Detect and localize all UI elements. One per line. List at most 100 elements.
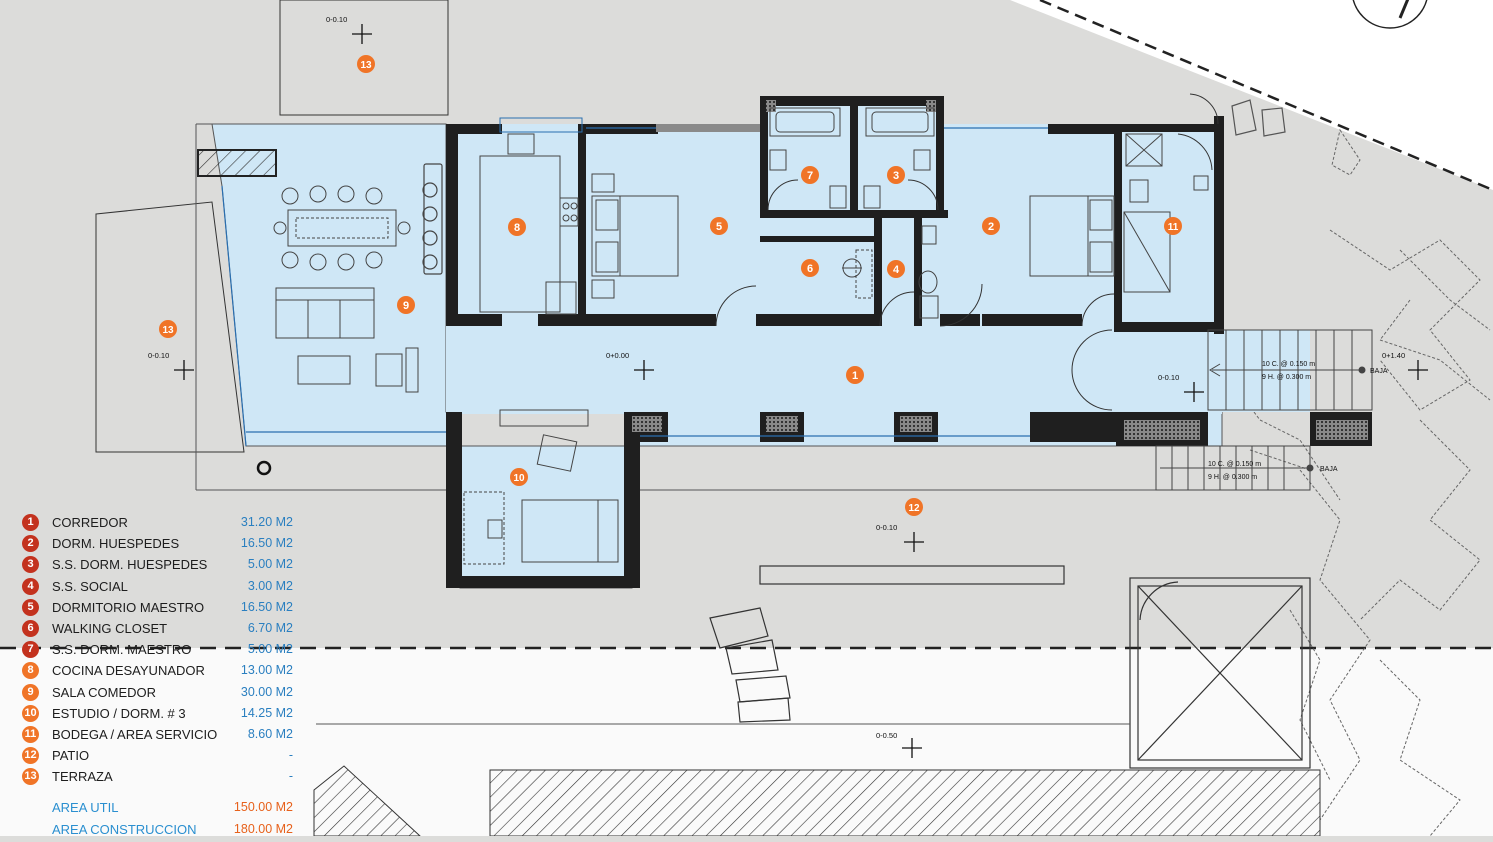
svg-text:10: 10	[513, 473, 525, 484]
room-number-badge: 9	[22, 683, 39, 701]
level-exterior: 0+1.40	[1382, 351, 1405, 360]
room-area: 8.60 M2	[247, 726, 293, 741]
door-swings	[715, 93, 1219, 411]
room-area: 6.70 M2	[247, 620, 293, 635]
room-number-badge: 4	[22, 577, 39, 595]
shed	[1129, 577, 1311, 769]
sofa	[275, 287, 419, 393]
room-name: BODEGA / AREA SERVICIO	[52, 726, 218, 742]
bar-stools	[422, 163, 443, 275]
room-area: 16.50 M2	[240, 536, 293, 551]
level-service: 0-0.10	[1158, 373, 1179, 382]
marker-10: 10	[510, 468, 528, 486]
level-patio: 0-0.10	[876, 523, 897, 532]
master-bed	[591, 173, 679, 299]
svg-text:4: 4	[893, 264, 900, 276]
marker-11: 11	[1164, 217, 1182, 235]
room-number-badge: 13	[22, 768, 39, 786]
stair-upper-rise: 10 C. @ 0.150 m	[1262, 361, 1315, 368]
roof-hatch-strip	[489, 769, 1321, 836]
room-name: ESTUDIO / DORM. # 3	[52, 705, 186, 721]
total-value: 150.00 M2	[233, 800, 293, 815]
room-number-badge: 8	[22, 662, 39, 680]
glazing	[221, 127, 1048, 447]
column-marker	[256, 460, 272, 476]
room-name: S.S. SOCIAL	[52, 578, 128, 594]
stair-lower-rise: 10 C. @ 0.150 m	[1208, 461, 1261, 468]
room-name: TERRAZA	[52, 769, 113, 785]
room-area: 5.00 M2	[247, 557, 293, 572]
legend-row: 9 SALA COMEDOR 30.00 M2	[22, 683, 307, 704]
level-top: 0-0.10	[326, 15, 347, 24]
svg-text:12: 12	[908, 503, 920, 514]
dining-table	[273, 185, 411, 271]
room-area: 14.25 M2	[240, 705, 293, 720]
level-crosses	[174, 24, 1428, 758]
room-area: 30.00 M2	[240, 684, 293, 699]
room-area: 3.00 M2	[247, 578, 293, 593]
service-fixtures	[1123, 133, 1209, 293]
legend-row: 13 TERRAZA -	[22, 767, 307, 788]
area-totals: AREA UTIL 150.00 M2 AREA CONSTRUCCION 180.0…	[22, 798, 307, 842]
room-name: WALKING CLOSET	[52, 620, 168, 636]
level-interior: 0+0.00	[606, 351, 629, 360]
marker-1: 1	[846, 366, 864, 384]
marker-2: 2	[982, 217, 1000, 235]
service-stairs-floor	[1120, 330, 1310, 412]
room-area: -	[288, 769, 293, 784]
room-number-badge: 12	[22, 747, 39, 765]
stairs-lower	[1155, 445, 1314, 491]
svg-text:5: 5	[716, 221, 722, 233]
svg-text:13: 13	[162, 325, 174, 336]
marker-8: 8	[508, 218, 526, 236]
legend-row: 11 BODEGA / AREA SERVICIO 8.60 M2	[22, 725, 307, 746]
total-value: 180.00 M2	[233, 822, 293, 837]
stair-upper-dir: BAJA	[1370, 368, 1388, 375]
total-label: AREA CONSTRUCCION	[52, 822, 197, 838]
walls	[446, 96, 1372, 588]
marker-13-north: 13	[357, 55, 375, 73]
stair-lower-dir: BAJA	[1320, 466, 1338, 473]
room-name: SALA COMEDOR	[52, 684, 157, 700]
svg-text:3: 3	[893, 170, 899, 182]
kitchen-fixtures	[479, 117, 583, 315]
room-number-badge: 1	[22, 514, 39, 531]
site-outside-corner	[1010, 0, 1493, 190]
svg-text:2: 2	[988, 221, 994, 233]
marker-13-west: 13	[159, 320, 177, 338]
room-name: DORMITORIO MAESTRO	[52, 599, 205, 615]
room-name: CORREDOR	[52, 515, 128, 530]
north-arrow-icon	[1352, 0, 1428, 29]
garden-stones	[1231, 99, 1286, 137]
total-label: AREA UTIL	[52, 800, 119, 816]
total-row: AREA UTIL 150.00 M2	[22, 798, 307, 820]
tree-canopy-sketch	[1229, 128, 1491, 836]
level-yard: 0-0.50	[876, 731, 897, 740]
stairs-upper	[1207, 329, 1373, 411]
room-number-badge: 3	[22, 556, 39, 574]
north-arrow-needle	[1398, 0, 1410, 19]
marker-5: 5	[710, 217, 728, 235]
marker-7: 7	[801, 166, 819, 184]
marker-4: 4	[887, 260, 905, 278]
room-area: 13.00 M2	[240, 663, 293, 678]
room-area: 5.00 M2	[247, 642, 293, 657]
svg-text:8: 8	[514, 222, 520, 234]
bathroom-fixtures	[769, 107, 939, 319]
svg-text:9: 9	[403, 300, 409, 312]
marker-9: 9	[397, 296, 415, 314]
room-area: 16.50 M2	[240, 599, 293, 614]
room-number-badge: 11	[22, 725, 39, 743]
wall-hatching	[632, 100, 1368, 440]
room-number-badge: 7	[22, 641, 39, 659]
stair-upper-tread: 9 H. @ 0.300 m	[1262, 374, 1311, 381]
